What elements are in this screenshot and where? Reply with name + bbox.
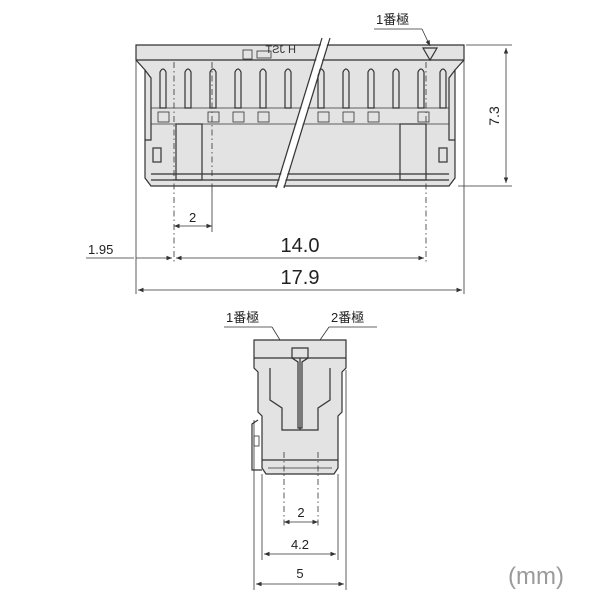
top-pin1-label: 1番極 (376, 12, 409, 27)
side-dim-total-value: 5 (296, 566, 303, 581)
break-mark (275, 37, 331, 189)
dim-total-value: 17.9 (281, 267, 320, 289)
dim-span-value: 14.0 (281, 235, 320, 257)
side-pin1-label: 1番極 (226, 310, 259, 325)
dim-offset-value: 1.95 (88, 242, 113, 257)
unit-label: (mm) (508, 563, 564, 590)
side-dim-inner-value: 4.2 (291, 537, 309, 552)
side-view: 1番極 2番極 2 4.2 5 (224, 310, 377, 590)
side-dim-pitch-value: 2 (297, 505, 304, 520)
svg-text:H JST: H JST (265, 44, 296, 56)
dim-height-value: 7.3 (486, 106, 502, 126)
side-pin2-label: 2番極 (331, 310, 364, 325)
housing-marking: H JST (265, 44, 296, 56)
top-dim-pitch-value: 2 (189, 210, 196, 225)
top-view: H JST 1番極 7.3 2 1.95 14.0 17.9 (86, 12, 512, 294)
pin1-triangle-icon (421, 47, 439, 62)
